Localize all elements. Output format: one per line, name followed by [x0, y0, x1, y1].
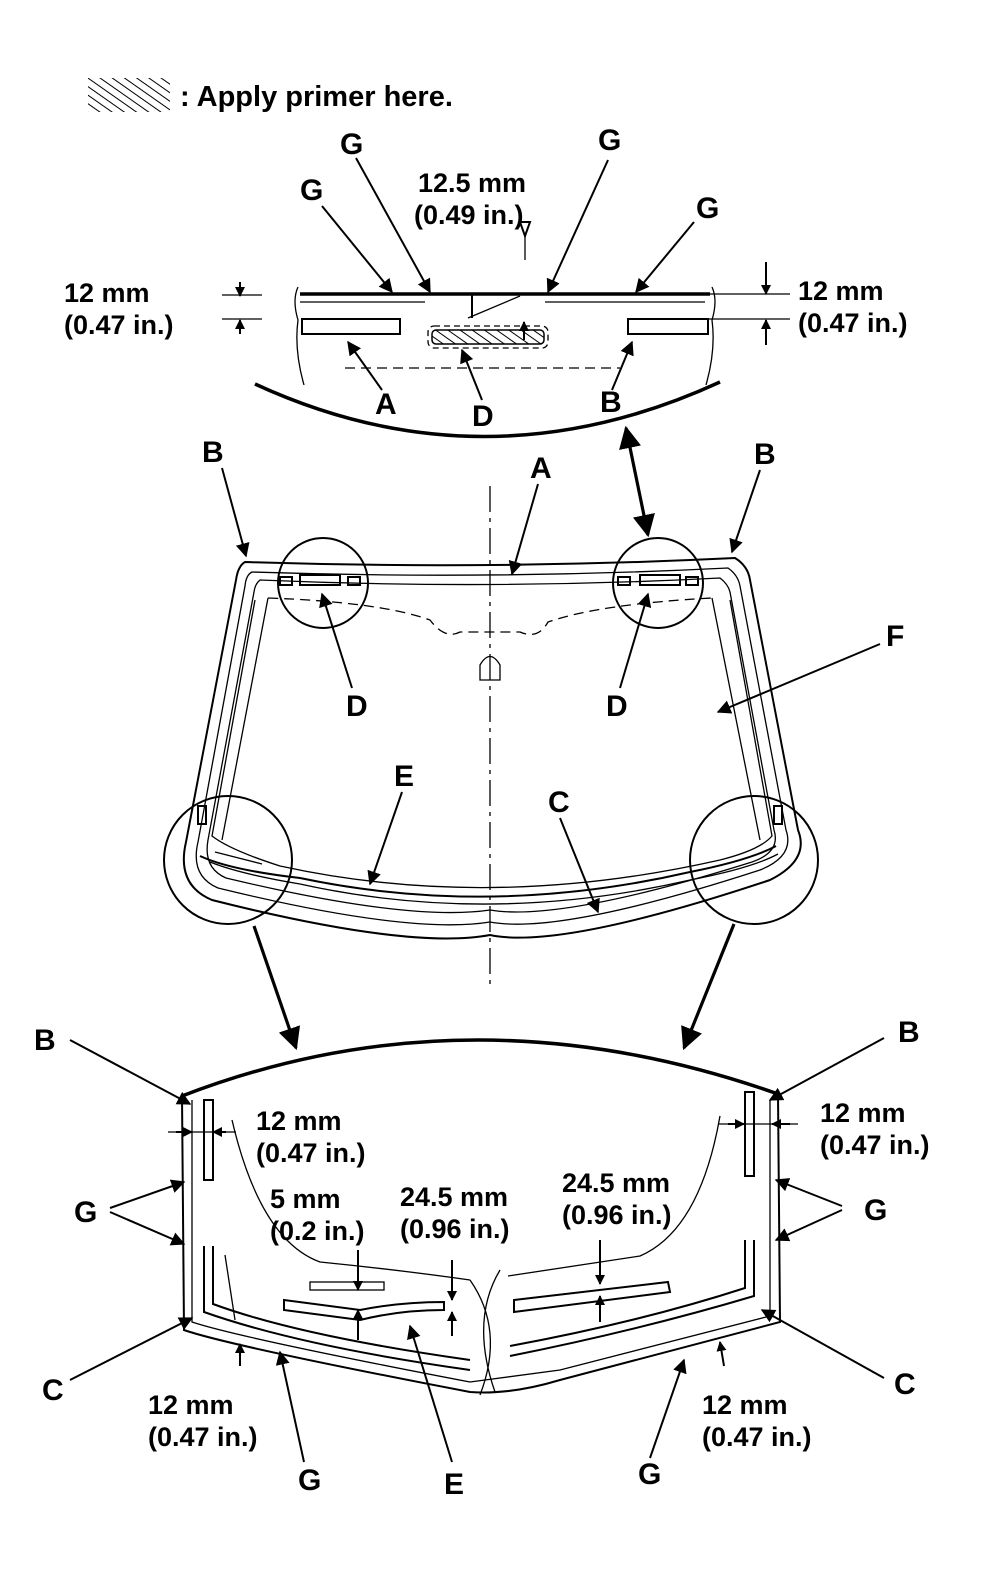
dim-right-mm: 12 mm: [798, 276, 884, 306]
label-d: D: [606, 690, 628, 723]
callout-arrow-left: [252, 925, 301, 1051]
dim-5mm-in: (0.2 in.): [270, 1216, 365, 1246]
dim-upper-left-mm: 12 mm: [256, 1106, 342, 1136]
dim-24-left-in: (0.96 in.): [400, 1214, 510, 1244]
dim-upper-right-in: (0.47 in.): [820, 1130, 930, 1160]
label-g: G: [298, 1464, 321, 1497]
label-b: B: [34, 1024, 56, 1057]
dim-left-mm: 12 mm: [64, 278, 150, 308]
dim-24-left-mm: 24.5 mm: [400, 1182, 508, 1212]
label-b: B: [600, 386, 622, 419]
top-detail: G G G G 12.5 mm (0.49 in.) 12 mm (0.47 i…: [64, 124, 908, 439]
label-a: A: [530, 452, 552, 485]
dim-24-right-in: (0.96 in.): [562, 1200, 672, 1230]
windshield-overview: B A B F D D E C: [163, 425, 904, 985]
label-g: G: [340, 128, 363, 161]
label-g: G: [300, 174, 323, 207]
label-g: G: [696, 192, 719, 225]
label-b: B: [754, 438, 776, 471]
dim-24-right-mm: 24.5 mm: [562, 1168, 670, 1198]
dim-center-in: (0.49 in.): [414, 200, 524, 230]
label-a: A: [375, 388, 397, 421]
dim-upper-left-in: (0.47 in.): [256, 1138, 366, 1168]
label-c: C: [894, 1368, 916, 1401]
label-d: D: [472, 400, 494, 433]
dim-lower-right-in: (0.47 in.): [702, 1422, 812, 1452]
label-g: G: [74, 1196, 97, 1229]
dim-upper-right-mm: 12 mm: [820, 1098, 906, 1128]
legend-text: : Apply primer here.: [180, 81, 453, 113]
dim-right-in: (0.47 in.): [798, 308, 908, 338]
legend: : Apply primer here.: [88, 78, 453, 113]
hatch-swatch-icon: [88, 78, 170, 112]
dim-center-mm: 12.5 mm: [418, 168, 526, 198]
label-g: G: [638, 1458, 661, 1491]
callout-arrow-right: [681, 923, 736, 1051]
label-b: B: [202, 436, 224, 469]
label-b: B: [898, 1016, 920, 1049]
label-c: C: [42, 1374, 64, 1407]
label-c: C: [548, 786, 570, 819]
label-e: E: [394, 760, 414, 793]
dim-lower-left-in: (0.47 in.): [148, 1422, 258, 1452]
label-f: F: [886, 620, 904, 653]
label-g: G: [598, 124, 621, 157]
bottom-detail: B B 12 mm (0.47 in.) 12 mm (0.47 in.) G …: [34, 1016, 930, 1501]
dim-lower-right-mm: 12 mm: [702, 1390, 788, 1420]
label-g: G: [864, 1194, 887, 1227]
dim-left-in: (0.47 in.): [64, 310, 174, 340]
label-e: E: [444, 1468, 464, 1501]
dim-lower-left-mm: 12 mm: [148, 1390, 234, 1420]
label-d: D: [346, 690, 368, 723]
dim-5mm-mm: 5 mm: [270, 1184, 341, 1214]
